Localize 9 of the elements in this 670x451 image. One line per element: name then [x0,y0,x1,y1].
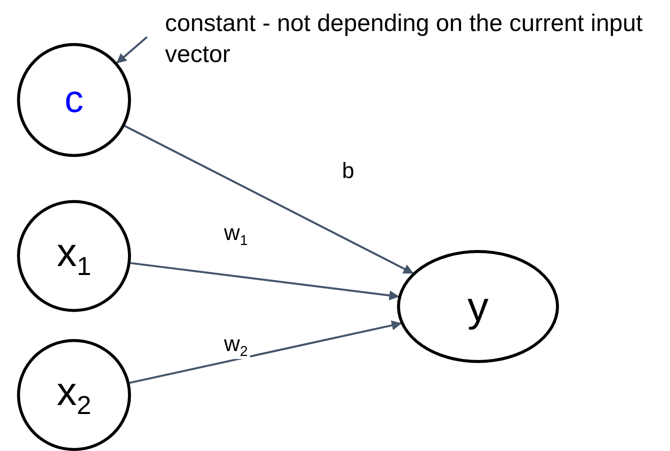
leader-arrow [116,36,148,64]
node-label: y [468,286,488,328]
arrow [129,320,402,384]
node-label: c [64,81,84,119]
node-label: x$_{2}$ [56,372,92,418]
arrow [124,125,414,274]
arrow [130,262,400,300]
node-label: x$_{1}$ [56,232,92,280]
annotation-text: constant - not depending on the current input vector [165,9,644,70]
